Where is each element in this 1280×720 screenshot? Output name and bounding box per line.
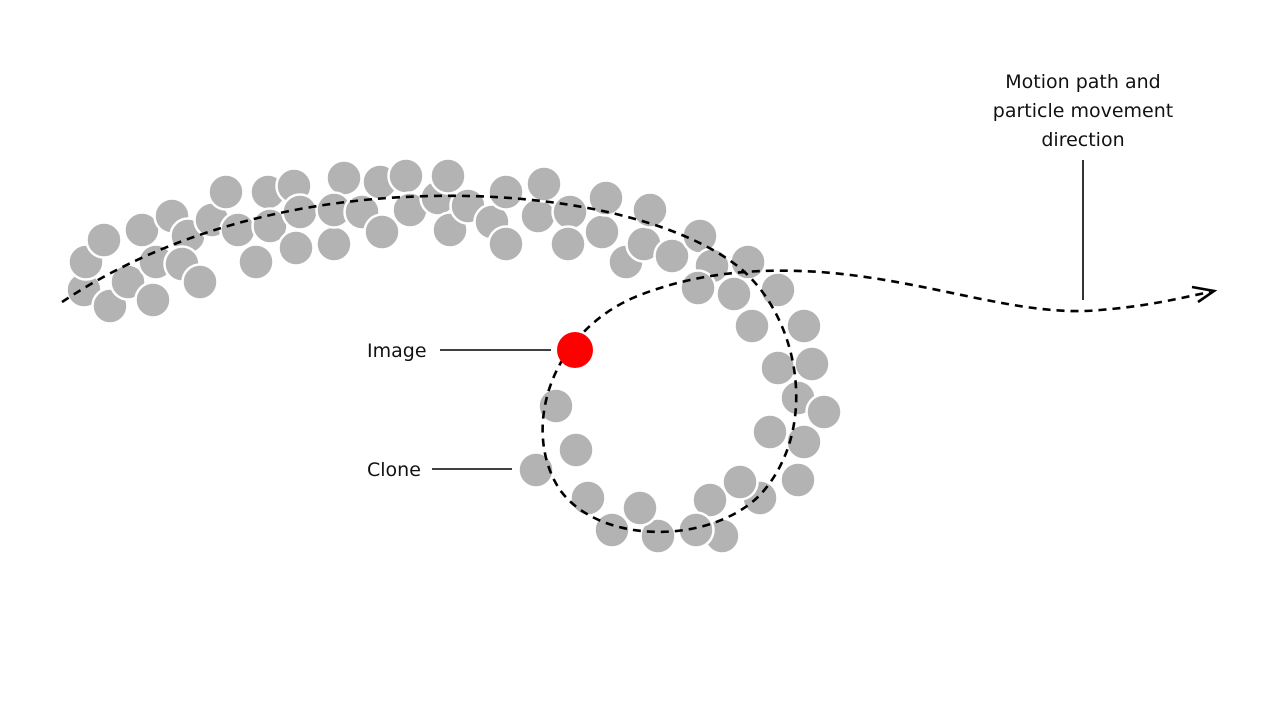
clone-particle: [721, 463, 759, 501]
clone-particle: [751, 413, 789, 451]
clone-particle: [805, 393, 843, 431]
clone-particle: [487, 225, 525, 263]
clone-particle: [733, 307, 771, 345]
motion-path: [61, 194, 1211, 534]
clone-particle: [429, 157, 467, 195]
motion-path-label-line1: Motion path and: [1005, 71, 1160, 93]
clone-particle: [779, 461, 817, 499]
clone-particle: [653, 237, 691, 275]
clone-particle: [525, 165, 563, 203]
clone-particle: [551, 193, 589, 231]
clone-particle: [691, 481, 729, 519]
clone-particle: [181, 263, 219, 301]
clone-particle: [85, 221, 123, 259]
clone-particles: [65, 157, 843, 555]
clone-particle: [134, 281, 172, 319]
clone-particle: [277, 229, 315, 267]
motion-path-label-line2: particle movement: [993, 100, 1173, 122]
clone-particle: [631, 191, 669, 229]
clone-particle: [593, 511, 631, 549]
clone-particle: [569, 479, 607, 517]
clone-particle: [549, 225, 587, 263]
clone-particle: [639, 517, 677, 555]
clone-label: Clone: [367, 459, 421, 481]
clone-particle: [583, 213, 621, 251]
clone-particle: [325, 159, 363, 197]
motion-path-label-line3: direction: [1041, 129, 1124, 151]
clone-particle: [793, 345, 831, 383]
clone-particle: [677, 511, 715, 549]
clone-particle: [785, 307, 823, 345]
clone-particle: [387, 157, 425, 195]
image-label: Image: [367, 340, 427, 362]
clone-particle: [363, 213, 401, 251]
clone-particle: [715, 275, 753, 313]
image-particle: [557, 332, 593, 368]
clone-particle: [785, 423, 823, 461]
clone-particle: [587, 179, 625, 217]
clone-particle: [517, 451, 555, 489]
clone-particle: [123, 211, 161, 249]
arrowhead-icon: [1191, 285, 1218, 304]
clone-particle: [237, 243, 275, 281]
clone-particle: [487, 173, 525, 211]
clone-particle: [759, 271, 797, 309]
clone-particle: [519, 197, 557, 235]
clone-particle: [207, 173, 245, 211]
clone-particle: [557, 431, 595, 469]
clone-particle: [315, 225, 353, 263]
clone-particle: [621, 489, 659, 527]
clone-particle: [219, 211, 257, 249]
